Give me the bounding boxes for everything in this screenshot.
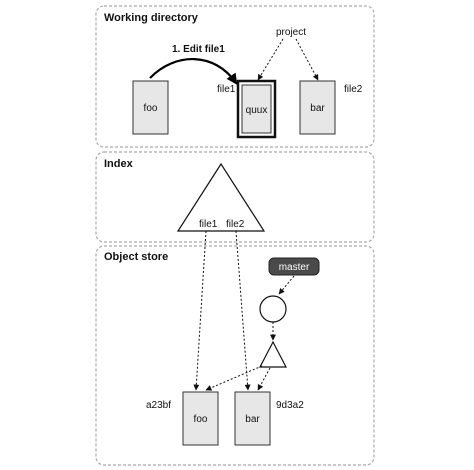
working-directory-title: Working directory [104,12,199,24]
project-label: project [276,27,306,38]
working-directory-section: Working directory 1. Edit file1 foo quux… [95,5,375,148]
blob-foo-label: foo [194,414,208,425]
master-ref-label: master [279,262,310,273]
index-entry-file1: file1 [199,219,218,230]
project-to-quux-arrow [257,38,284,81]
index-tree-triangle [176,162,266,232]
blob-bar [234,391,271,446]
file-foo [132,80,169,135]
commit-circle [259,295,287,323]
hash-foo-label: a23bf [146,400,171,411]
file-bar-label: bar [310,103,325,114]
index-title: Index [104,158,134,170]
file-quux-label: quux [246,105,268,116]
object-store-section: Object store master foo bar a23bf 9d3a2 [95,245,375,466]
file-bar [299,80,336,135]
object-store-title: Object store [104,251,168,263]
hash-bar-label: 9d3a2 [276,400,304,411]
index-section: Index file1 file2 [95,151,375,243]
file2-label: file2 [344,84,363,95]
index-file1-to-foo-arrow [193,230,207,391]
index-file2-to-bar-arrow [235,230,251,391]
blob-foo [182,391,219,446]
master-ref [268,257,320,276]
edit-arrow [149,58,238,85]
index-entry-file2: file2 [226,219,245,230]
object-store-frame [95,245,375,466]
file-quux [241,84,272,134]
file1-label: file1 [217,84,236,95]
tree-to-bar-arrow [257,367,271,391]
file-foo-label: foo [144,103,158,114]
tree-triangle [259,340,287,368]
blob-bar-label: bar [245,414,260,425]
edit-step-label: 1. Edit file1 [172,44,225,55]
